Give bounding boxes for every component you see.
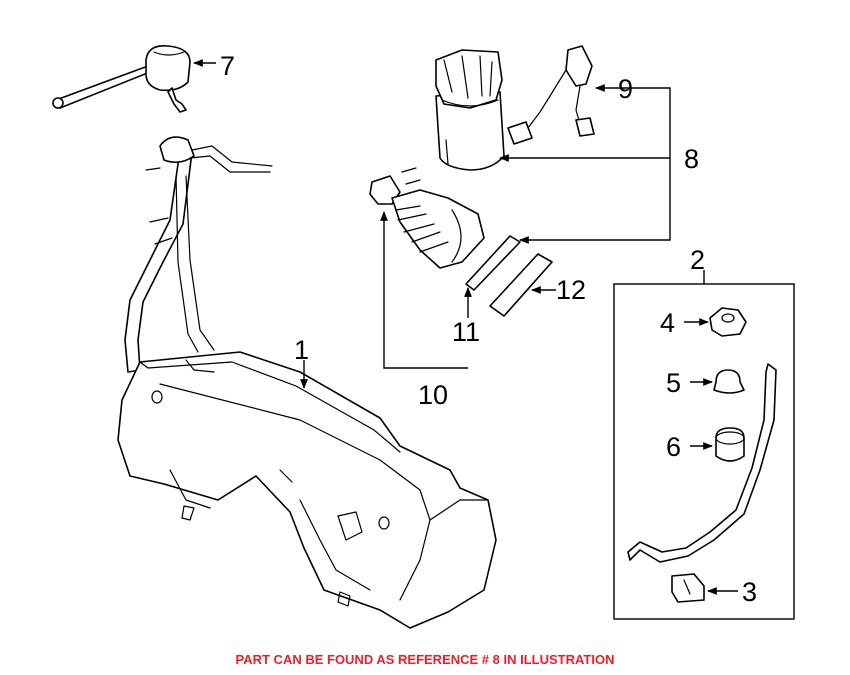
label-4: 4 [660, 308, 675, 338]
label-3: 3 [742, 577, 757, 607]
label-12: 12 [556, 275, 586, 305]
label-5: 5 [666, 368, 681, 398]
label-1: 1 [294, 335, 309, 365]
label-10: 10 [418, 380, 448, 410]
label-7: 7 [220, 51, 235, 81]
label-8: 8 [684, 144, 699, 174]
label-11: 11 [452, 317, 480, 347]
fuel-tank-part-1 [117, 136, 497, 629]
leader-lines [193, 59, 738, 595]
label-2: 2 [690, 245, 705, 275]
hardware-group-part-2 [613, 270, 795, 620]
lock-ring-part-12 [489, 253, 553, 317]
pump-module-part-10 [369, 167, 485, 269]
reference-note: PART CAN BE FOUND AS REFERENCE # 8 IN IL… [235, 652, 615, 667]
fuel-pump-part-8 [435, 49, 505, 171]
level-sender-part-9 [507, 45, 595, 145]
label-6: 6 [666, 432, 681, 462]
vent-valve-part-7 [52, 44, 191, 113]
label-9: 9 [618, 74, 633, 104]
